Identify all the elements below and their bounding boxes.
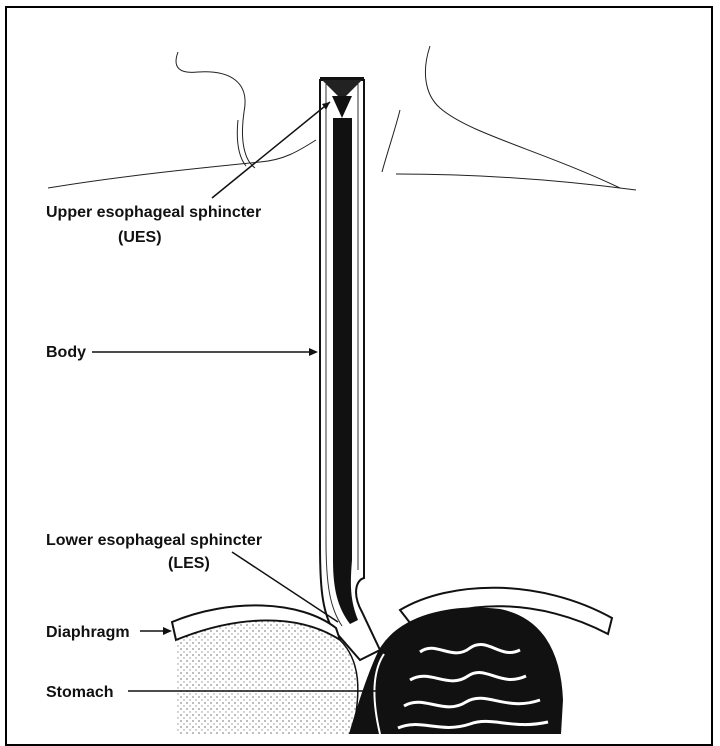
stomach xyxy=(350,609,562,734)
stomach-label: Stomach xyxy=(46,684,114,701)
les-abbrev-label: (LES) xyxy=(168,555,210,572)
ues-abbrev-label: (UES) xyxy=(118,229,162,246)
esophagus xyxy=(320,78,380,660)
diaphragm-label: Diaphragm xyxy=(46,624,130,641)
les-label: Lower esophageal sphincter xyxy=(46,532,262,549)
ues-label: Upper esophageal sphincter xyxy=(46,204,261,221)
body-label: Body xyxy=(46,344,86,361)
